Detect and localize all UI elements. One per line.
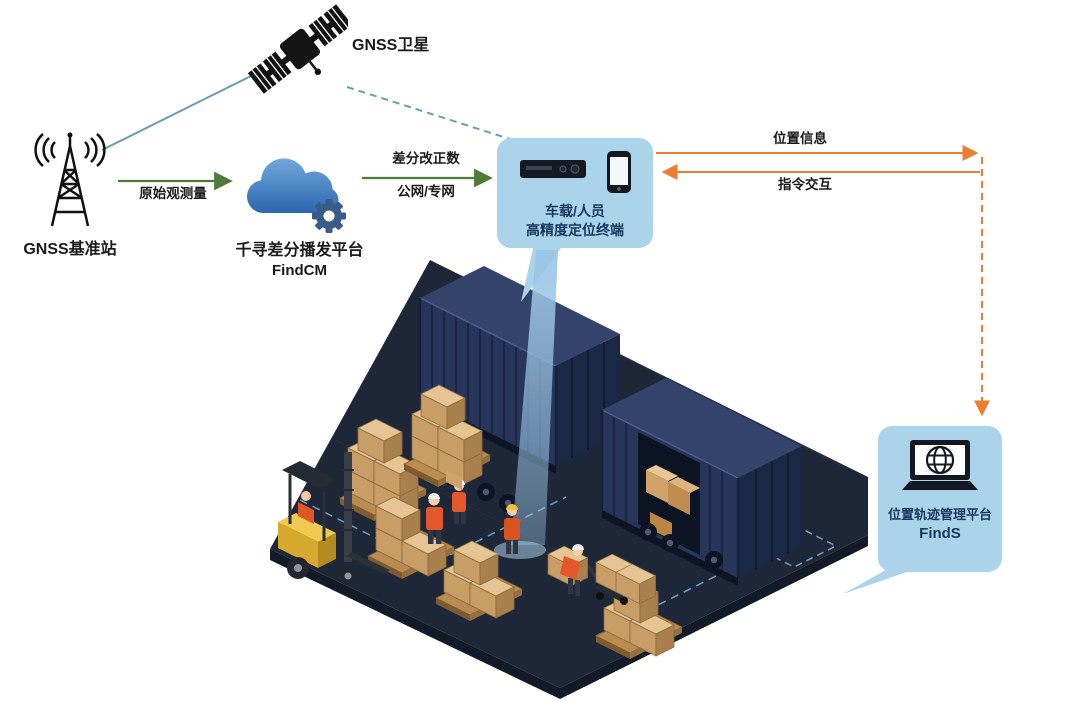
shipping-container-2 xyxy=(600,378,802,586)
terminal-icons xyxy=(518,150,632,202)
satellite-icon xyxy=(248,4,348,94)
cloud-product-label: FindCM xyxy=(272,262,327,279)
satellite-station-link xyxy=(101,69,264,151)
satellite-terminal-link xyxy=(346,86,514,141)
base-station-label: GNSS基准站 xyxy=(23,241,117,258)
pallet-jack xyxy=(547,545,656,605)
satellite-label: GNSS卫星 xyxy=(352,37,430,54)
correction-label-line1: 差分改正数 xyxy=(392,151,460,166)
antenna-tower-icon xyxy=(34,132,106,227)
cloud-name-label: 千寻差分播发平台 xyxy=(235,242,364,259)
forklift xyxy=(278,452,390,585)
terminal-bubble: 车载/人员 高精度定位终端 xyxy=(497,138,653,248)
position-info-label: 位置信息 xyxy=(773,131,827,146)
management-name-label: 位置轨迹管理平台 xyxy=(887,507,992,522)
gnss-receiver-icon xyxy=(520,160,586,178)
cloud-gear-icon xyxy=(247,158,346,233)
worker-2 xyxy=(504,504,520,554)
correction-label-line2: 公网/专网 xyxy=(397,184,455,199)
management-bubble: 位置轨迹管理平台 FindS xyxy=(878,426,1002,572)
management-product-label: FindS xyxy=(919,524,961,542)
worker-4 xyxy=(446,470,466,524)
terminal-label-line1: 车载/人员 xyxy=(545,203,605,219)
smartphone-icon xyxy=(607,151,631,193)
laptop-globe-icon xyxy=(902,440,978,490)
command-label: 指令交互 xyxy=(778,177,832,192)
marked-zone xyxy=(750,524,838,568)
beam-landing-spot xyxy=(494,541,546,559)
worker-1 xyxy=(426,493,443,544)
warehouse-scene xyxy=(270,260,868,699)
worker-3 xyxy=(560,544,584,596)
terminal-label-line2: 高精度定位终端 xyxy=(526,221,624,238)
positioning-beam xyxy=(511,250,558,545)
raw-observation-label: 原始观测量 xyxy=(139,186,207,201)
